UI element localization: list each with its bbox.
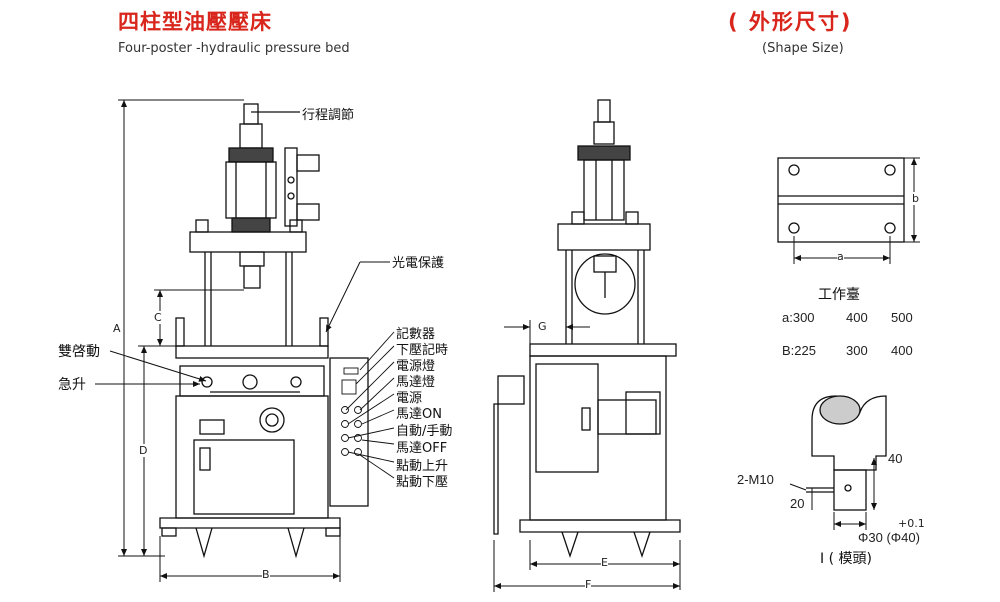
panel-label-counter: 記數器 [396, 327, 436, 342]
panel-label-jog-up: 點動上升 [396, 459, 449, 474]
panel-label-motor-on: 馬達ON [396, 407, 442, 422]
panel-leaders [341, 331, 395, 479]
spec-b-2: 400 [891, 343, 913, 358]
dim-e-label: E [601, 556, 608, 569]
table-dim-a: a [837, 250, 844, 263]
panel-label-press-timer: 下壓記時 [396, 343, 449, 358]
page-title: 四柱型油壓壓床 [118, 10, 272, 34]
panel-label-auto-manual: 自動/手動 [396, 424, 453, 439]
die-thread-label: 2-M10 [737, 472, 774, 487]
dim-g-label: G [538, 320, 547, 333]
dim-f-label: F [585, 578, 592, 591]
work-table-title: 工作臺 [818, 287, 860, 303]
die-depth-label: 20 [790, 496, 805, 511]
front-view [159, 103, 369, 559]
side-view [493, 99, 681, 559]
side-dimensions [493, 320, 681, 592]
table-dim-b: b [912, 192, 919, 205]
section-subtitle: (Shape Size) [762, 41, 844, 56]
dim-c-label: C [154, 311, 162, 324]
spec-a-1: 400 [846, 310, 868, 325]
spec-b-1: 300 [846, 343, 868, 358]
panel-label-power-lamp: 電源燈 [396, 359, 436, 374]
quick-rise-label: 急升 [58, 377, 86, 393]
panel-label-power: 電源 [396, 391, 423, 406]
die-head-caption: I ( 模頭) [820, 551, 872, 567]
spec-a-0: a:300 [782, 310, 815, 325]
die-height-label: 40 [888, 451, 903, 466]
panel-label-motor-off: 馬達OFF [396, 441, 448, 456]
work-table-drawing [777, 157, 920, 264]
spec-a-2: 500 [891, 310, 913, 325]
section-title: ( 外形尺寸) [728, 10, 853, 34]
page-subtitle: Four-poster -hydraulic pressure bed [118, 41, 350, 56]
dim-a-label: A [113, 322, 121, 335]
front-dimensions [95, 99, 390, 582]
panel-label-motor-lamp: 馬達燈 [396, 375, 436, 390]
dual-start-label: 雙啓動 [58, 344, 100, 360]
die-head-drawing [789, 395, 887, 530]
photo-guard-label: 光電保護 [392, 256, 445, 271]
dim-b-label: B [262, 568, 270, 581]
die-tolerance-label: +0.1 [898, 517, 925, 530]
dim-d-label: D [139, 444, 148, 457]
spec-b-0: B:225 [782, 343, 816, 358]
stroke-adjust-label: 行程調節 [302, 108, 355, 123]
panel-label-jog-down: 點動下壓 [396, 475, 449, 490]
die-diameter-label: Φ30 (Φ40) [858, 530, 920, 545]
